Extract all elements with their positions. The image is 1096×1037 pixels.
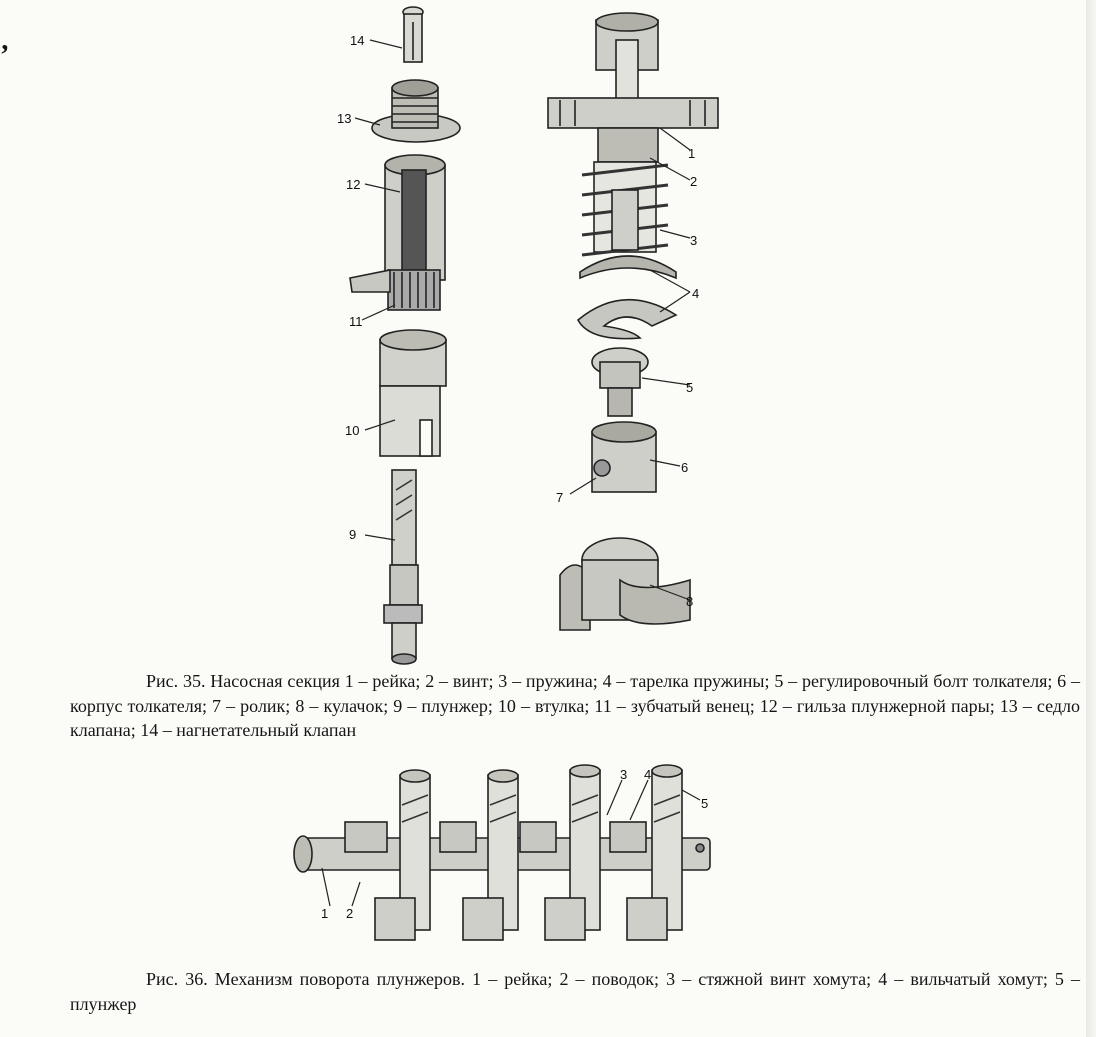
callout-9: 9 <box>349 527 356 542</box>
callout-8: 8 <box>686 594 693 609</box>
callout-14: 14 <box>350 33 364 48</box>
callout-13: 13 <box>337 111 351 126</box>
callout-11: 11 <box>349 314 363 329</box>
fig36-callout-4: 4 <box>644 767 651 782</box>
callout-4: 4 <box>692 286 699 301</box>
fig36-callout-5: 5 <box>701 796 708 811</box>
fig36-callout-2: 2 <box>346 906 353 921</box>
page-edge-shadow <box>1086 0 1096 1037</box>
callout-2: 2 <box>690 174 697 189</box>
figure-36-caption-text: Рис. 36. Механизм поворота плунжеров. 1 … <box>70 969 1080 1014</box>
callout-1: 1 <box>688 146 695 161</box>
callout-12: 12 <box>346 177 360 192</box>
figure-35-caption-text: Рис. 35. Насосная секция 1 – рейка; 2 – … <box>70 671 1080 740</box>
fig36-callout-3: 3 <box>620 767 627 782</box>
callout-3: 3 <box>690 233 697 248</box>
callout-6: 6 <box>681 460 688 475</box>
fig36-callout-1: 1 <box>321 906 328 921</box>
figure-36-caption: Рис. 36. Механизм поворота плунжеров. 1 … <box>70 967 1080 1016</box>
callout-7: 7 <box>556 490 563 505</box>
page-mark: ’ <box>0 40 10 71</box>
figure-35-illustration: 1 2 3 4 5 6 7 8 9 10 11 12 13 14 <box>337 6 719 665</box>
callout-5: 5 <box>686 380 693 395</box>
callout-10: 10 <box>345 423 359 438</box>
figure-35-caption: Рис. 35. Насосная секция 1 – рейка; 2 – … <box>70 669 1080 743</box>
figure-36-illustration: 1 2 3 4 5 <box>293 764 711 941</box>
